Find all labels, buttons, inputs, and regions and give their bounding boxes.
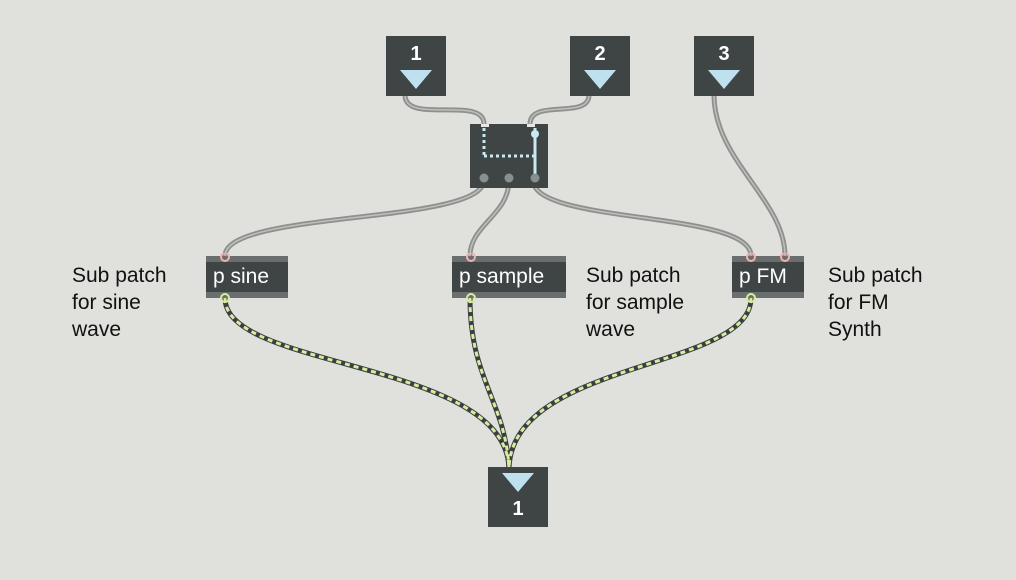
comment-fm: Sub patch for FM Synth	[828, 264, 923, 341]
inlet-number: 1	[410, 43, 422, 65]
triangle-down-icon	[708, 70, 740, 89]
comment-sine: Sub patch for sine wave	[72, 264, 167, 341]
outlet-number: 1	[512, 498, 524, 520]
triangle-down-icon	[502, 473, 534, 492]
signal-cord-psine-to-outlet	[222, 295, 512, 471]
control-inlet-icon[interactable]	[464, 253, 478, 263]
signal-outlet-icon[interactable]	[218, 293, 232, 303]
inlet-1[interactable]: 1	[386, 36, 446, 96]
outlet-1[interactable]: 1	[488, 467, 548, 527]
control-inlet-icon[interactable]	[744, 253, 758, 263]
triangle-down-icon	[584, 70, 616, 89]
signal-outlet-icon[interactable]	[464, 293, 478, 303]
object-label: p sample	[459, 265, 545, 288]
control-inlet-icon[interactable]	[778, 253, 792, 263]
subpatch-p-fm[interactable]: p FM	[732, 253, 804, 303]
gate-route-icon	[479, 124, 540, 183]
subpatch-p-sine[interactable]: p sine	[206, 253, 288, 303]
inlet-3[interactable]: 3	[694, 36, 754, 96]
inlet-number: 2	[594, 43, 606, 65]
object-label: p sine	[213, 265, 270, 288]
object-label: p FM	[739, 265, 787, 288]
inlet-2[interactable]: 2	[570, 36, 630, 96]
signal-outlet-icon[interactable]	[744, 293, 758, 303]
triangle-down-icon	[400, 70, 432, 89]
gate-object[interactable]	[470, 124, 548, 188]
control-inlet-icon[interactable]	[218, 253, 232, 263]
comment-sample: Sub patch for sample wave	[586, 264, 685, 341]
subpatch-p-sample[interactable]: p sample	[452, 253, 566, 303]
inlet-number: 3	[718, 43, 730, 65]
